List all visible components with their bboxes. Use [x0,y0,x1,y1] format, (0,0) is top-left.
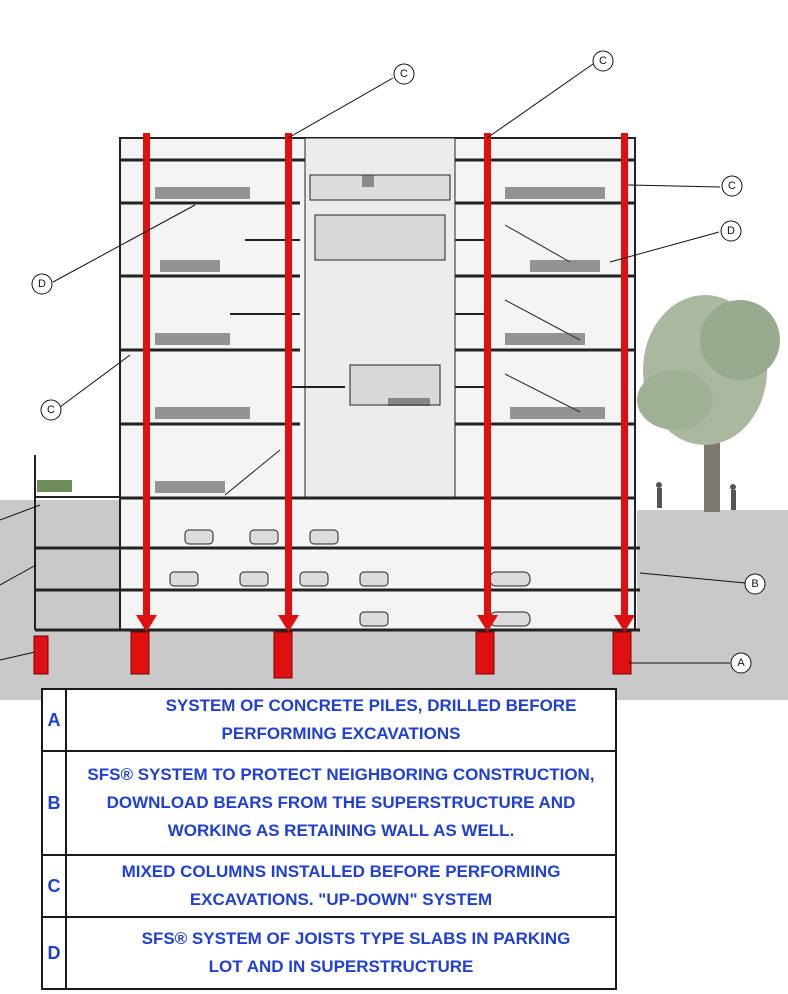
legend-c-line-1: MIXED COLUMNS INSTALLED BEFORE PERFORMIN… [121,862,561,881]
building-section [35,137,640,632]
leader-lines [0,63,746,664]
legend-row-c: C MIXED COLUMNS INSTALLED BEFORE PERFORM… [41,854,617,918]
pile-3 [273,631,293,679]
legend-b-line-2: DOWNLOAD BEARS FROM THE SUPERSTRUCTURE A… [106,793,576,812]
callout-d-1 [720,220,742,242]
legend-desc-d: SFS® SYSTEM OF JOISTS TYPE SLABS IN PARK… [65,916,617,990]
callout-a-1-label: A [737,657,745,669]
legend-b-line-1: SFS® SYSTEM TO PROTECT NEIGHBORING CONST… [87,765,595,784]
mixed-columns [136,133,635,632]
legend-row-a: A SYSTEM OF CONCRETE PILES, DRILLED BEFO… [41,688,617,752]
legend-row-d: D SFS® SYSTEM OF JOISTS TYPE SLABS IN PA… [41,916,617,990]
legend-key-c: C [41,854,67,918]
column-1-arrow [136,615,157,632]
column-3-arrow [477,615,498,632]
column-3 [484,133,491,618]
pile-1 [33,635,49,675]
callout-d-2-label: D [38,278,46,290]
callout-b-1 [744,573,766,595]
callout-a-1 [730,652,752,674]
legend-desc-c: MIXED COLUMNS INSTALLED BEFORE PERFORMIN… [65,854,617,918]
callout-c-2 [592,50,614,72]
column-4 [621,133,628,618]
tree-icon [637,295,780,512]
pile-2 [130,631,150,675]
legend-a-line-1: SYSTEM OF CONCRETE PILES, DRILLED BEFORE [165,696,577,715]
pedestrian-icons [656,482,736,510]
legend-table: A SYSTEM OF CONCRETE PILES, DRILLED BEFO… [41,688,617,990]
legend-d-line-1: SFS® SYSTEM OF JOISTS TYPE SLABS IN PARK… [141,929,571,948]
legend-d-line-2: LOT AND IN SUPERSTRUCTURE [208,957,474,976]
pile-4 [475,631,495,675]
callout-c-2-label: C [599,55,607,67]
neighbor-building [34,455,125,630]
building-section-drawing: C C C D D C B A [0,50,788,700]
callout-c-1 [393,63,415,85]
legend-desc-a: SYSTEM OF CONCRETE PILES, DRILLED BEFORE… [65,688,617,752]
legend-row-b: B SFS® SYSTEM TO PROTECT NEIGHBORING CON… [41,750,617,856]
column-4-arrow [614,615,635,632]
legend-key-d: D [41,916,67,990]
concrete-piles [33,631,632,679]
callout-b-1-label: B [751,578,758,590]
callout-c-4 [40,399,62,421]
legend-a-line-2: PERFORMING EXCAVATIONS [221,724,461,743]
legend-key-b: B [41,750,67,856]
legend-b-line-3: WORKING AS RETAINING WALL AS WELL. [167,821,515,840]
legend-key-a: A [41,688,67,752]
callout-d-1-label: D [727,225,735,237]
column-1 [143,133,150,618]
legend-c-line-2: EXCAVATIONS. "UP-DOWN" SYSTEM [189,890,493,909]
callout-c-1-label: C [400,68,408,80]
pile-5 [612,631,632,675]
column-2-arrow [278,615,299,632]
column-2 [285,133,292,618]
people-silhouettes [155,175,605,493]
callout-c-3-label: C [728,180,736,192]
callout-c-4-label: C [47,404,55,416]
callout-c-3 [721,175,743,197]
callout-d-2 [31,273,53,295]
legend-desc-b: SFS® SYSTEM TO PROTECT NEIGHBORING CONST… [65,750,617,856]
